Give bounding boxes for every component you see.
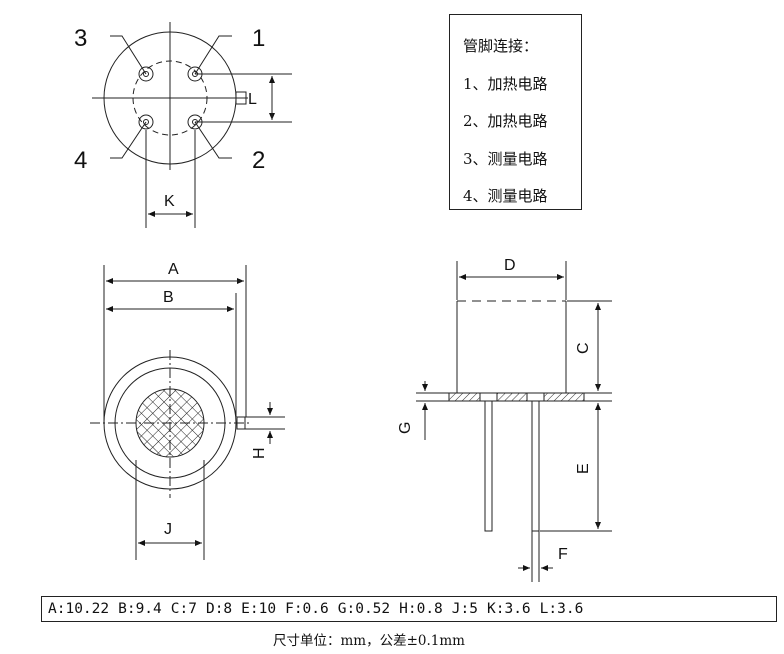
lead-right	[531, 400, 540, 532]
base-flange	[448, 392, 585, 402]
spec-value: E:10	[241, 601, 277, 617]
lead-left	[484, 400, 493, 532]
pin-connection-item: 1、加热电路	[463, 74, 548, 93]
pin-label-4: 4	[74, 147, 87, 174]
pin-connection-table: 管脚连接： 1、加热电路 2、加热电路 3、测量电路 4、测量电路	[449, 14, 582, 210]
pin-3	[138, 66, 154, 82]
top-view	[90, 265, 285, 560]
spec-value: L:3.6	[539, 601, 584, 617]
dim-label-L: L	[248, 91, 257, 108]
dim-label-J: J	[164, 521, 172, 538]
pin-connection-title: 管脚连接：	[463, 37, 539, 55]
dimension-spec-bar: A:10.22 B:9.4 C:7 D:8 E:10 F:0.6 G:0.52 …	[41, 596, 777, 622]
key-tab-top	[236, 416, 246, 430]
dim-label-K: K	[164, 193, 175, 210]
pin-label-2: 2	[252, 147, 265, 174]
spec-value: C:7	[170, 601, 197, 617]
dim-label-D: D	[504, 257, 516, 274]
side-view	[416, 261, 612, 582]
spec-value: K:3.6	[487, 601, 531, 617]
bottom-view	[92, 22, 292, 228]
key-tab	[235, 91, 247, 105]
dim-label-G: G	[397, 422, 414, 434]
pin-connection-item: 3、测量电路	[463, 149, 548, 168]
spec-value: H:0.8	[399, 601, 443, 617]
dim-label-A: A	[168, 261, 179, 278]
pin-connection-item: 4、测量电路	[463, 187, 548, 205]
spec-value: B:9.4	[118, 601, 162, 617]
spec-value: D:8	[205, 601, 233, 617]
spec-value: F:0.6	[285, 601, 329, 617]
dim-label-H: H	[251, 447, 268, 459]
pin-label-3: 3	[74, 25, 87, 52]
spec-value: G:0.52	[337, 601, 391, 617]
dim-label-E: E	[575, 463, 592, 474]
dim-label-C: C	[575, 342, 592, 354]
dim-label-F: F	[558, 546, 568, 563]
spec-value: J:5	[451, 601, 478, 617]
spec-value: A:10.22	[48, 601, 110, 617]
pin-4	[138, 114, 154, 130]
dim-label-B: B	[163, 289, 174, 306]
pin-label-1: 1	[252, 25, 265, 52]
unit-note: 尺寸单位：mm，公差±0.1mm	[273, 633, 465, 649]
pin-connection-item: 2、加热电路	[463, 112, 548, 130]
